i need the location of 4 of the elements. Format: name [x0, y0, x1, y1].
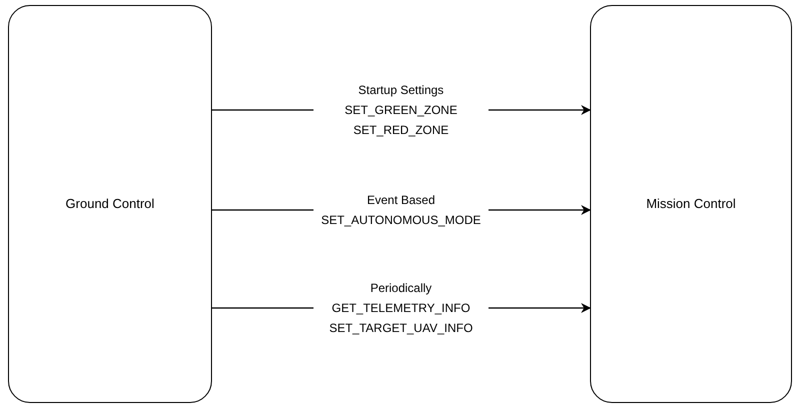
node-label: Ground Control: [66, 195, 154, 214]
node-label: Mission Control: [646, 195, 736, 214]
rounded-box: [8, 5, 212, 403]
rounded-box: [590, 5, 792, 403]
